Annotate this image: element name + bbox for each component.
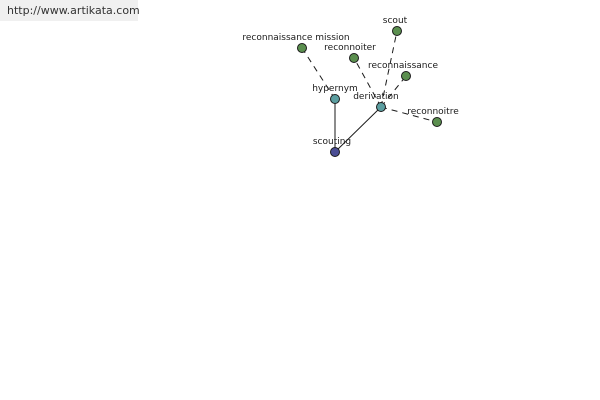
label-scout: scout <box>383 16 408 26</box>
label-reconnaissance: reconnaissance <box>368 61 438 71</box>
edge-derivation-scout <box>380 30 398 108</box>
label-scouting: scouting <box>313 137 351 147</box>
edge-scouting-derivation <box>334 106 382 153</box>
label-reconnaissance-mission: reconnaissance mission <box>242 33 349 43</box>
edge-derivation-reconnoitre <box>380 106 438 123</box>
node-derivation[interactable] <box>376 102 386 112</box>
source-url-watermark: http://www.artikata.com <box>0 0 140 21</box>
edge-derivation-reconnaissance <box>380 75 407 108</box>
node-scouting[interactable] <box>330 147 340 157</box>
label-hypernym: hypernym <box>312 84 358 94</box>
node-reconnoitre[interactable] <box>432 117 442 127</box>
label-derivation: derivation <box>353 92 399 102</box>
edge-derivation-reconnoiter <box>353 57 382 108</box>
node-hypernym[interactable] <box>330 94 340 104</box>
label-reconnoitre: reconnoitre <box>407 107 459 117</box>
node-reconnaissance[interactable] <box>401 71 411 81</box>
node-reconnaissance-mission[interactable] <box>297 43 307 53</box>
node-scout[interactable] <box>392 26 402 36</box>
node-reconnoiter[interactable] <box>349 53 359 63</box>
label-reconnoiter: reconnoiter <box>324 43 376 53</box>
